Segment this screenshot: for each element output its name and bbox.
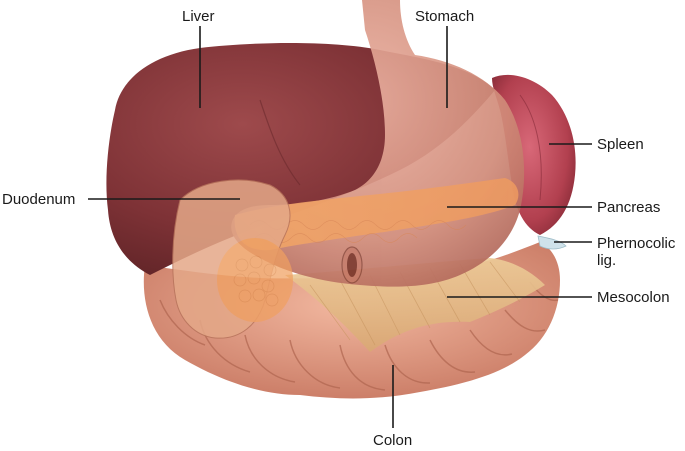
duodenum-shape (172, 179, 293, 339)
stomach-label: Stomach (415, 8, 475, 25)
phrenocolic-label-line2: lig. (597, 252, 617, 269)
spleen-label: Spleen (597, 136, 644, 153)
phrenocolic-ligament-shape (537, 235, 567, 250)
pancreas-label: Pancreas (597, 199, 661, 216)
mesocolon-label: Mesocolon (597, 289, 670, 306)
liver-label: Liver (182, 8, 215, 25)
phrenocolic-label: Phernocolic lig. (597, 235, 675, 269)
phrenocolic-label-line1: Phernocolic (597, 235, 676, 252)
colon-label: Colon (373, 432, 413, 449)
duodenum-label: Duodenum (2, 191, 76, 208)
